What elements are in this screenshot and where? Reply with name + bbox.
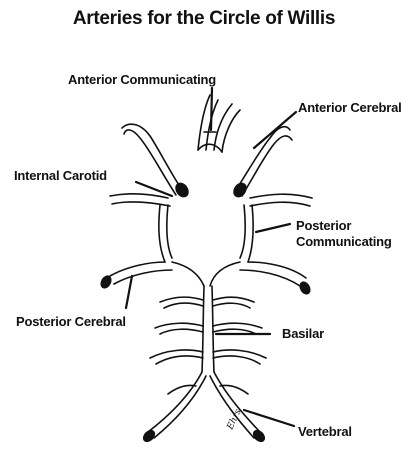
- label-internal-carotid: Internal Carotid: [14, 168, 107, 183]
- vertebral-arteries: [141, 372, 268, 444]
- label-posterior-communicating-line1: Posterior: [296, 218, 351, 233]
- label-basilar: Basilar: [282, 326, 324, 341]
- artist-signature: Ehrs: [225, 407, 244, 432]
- label-posterior-communicating-line2: Communicating: [296, 234, 392, 249]
- label-anterior-communicating: Anterior Communicating: [68, 72, 216, 87]
- basilar-artery: [150, 286, 266, 372]
- leader-posterior-communicating: [256, 224, 290, 232]
- label-anterior-cerebral: Anterior Cerebral: [298, 100, 402, 115]
- anterior-cerebral-arteries: [122, 95, 292, 196]
- posterior-communicating-arteries: [159, 205, 253, 262]
- leader-anterior-communicating: [211, 88, 212, 130]
- label-posterior-cerebral: Posterior Cerebral: [16, 314, 126, 329]
- leader-posterior-cerebral: [126, 276, 132, 308]
- label-vertebral: Vertebral: [298, 424, 352, 439]
